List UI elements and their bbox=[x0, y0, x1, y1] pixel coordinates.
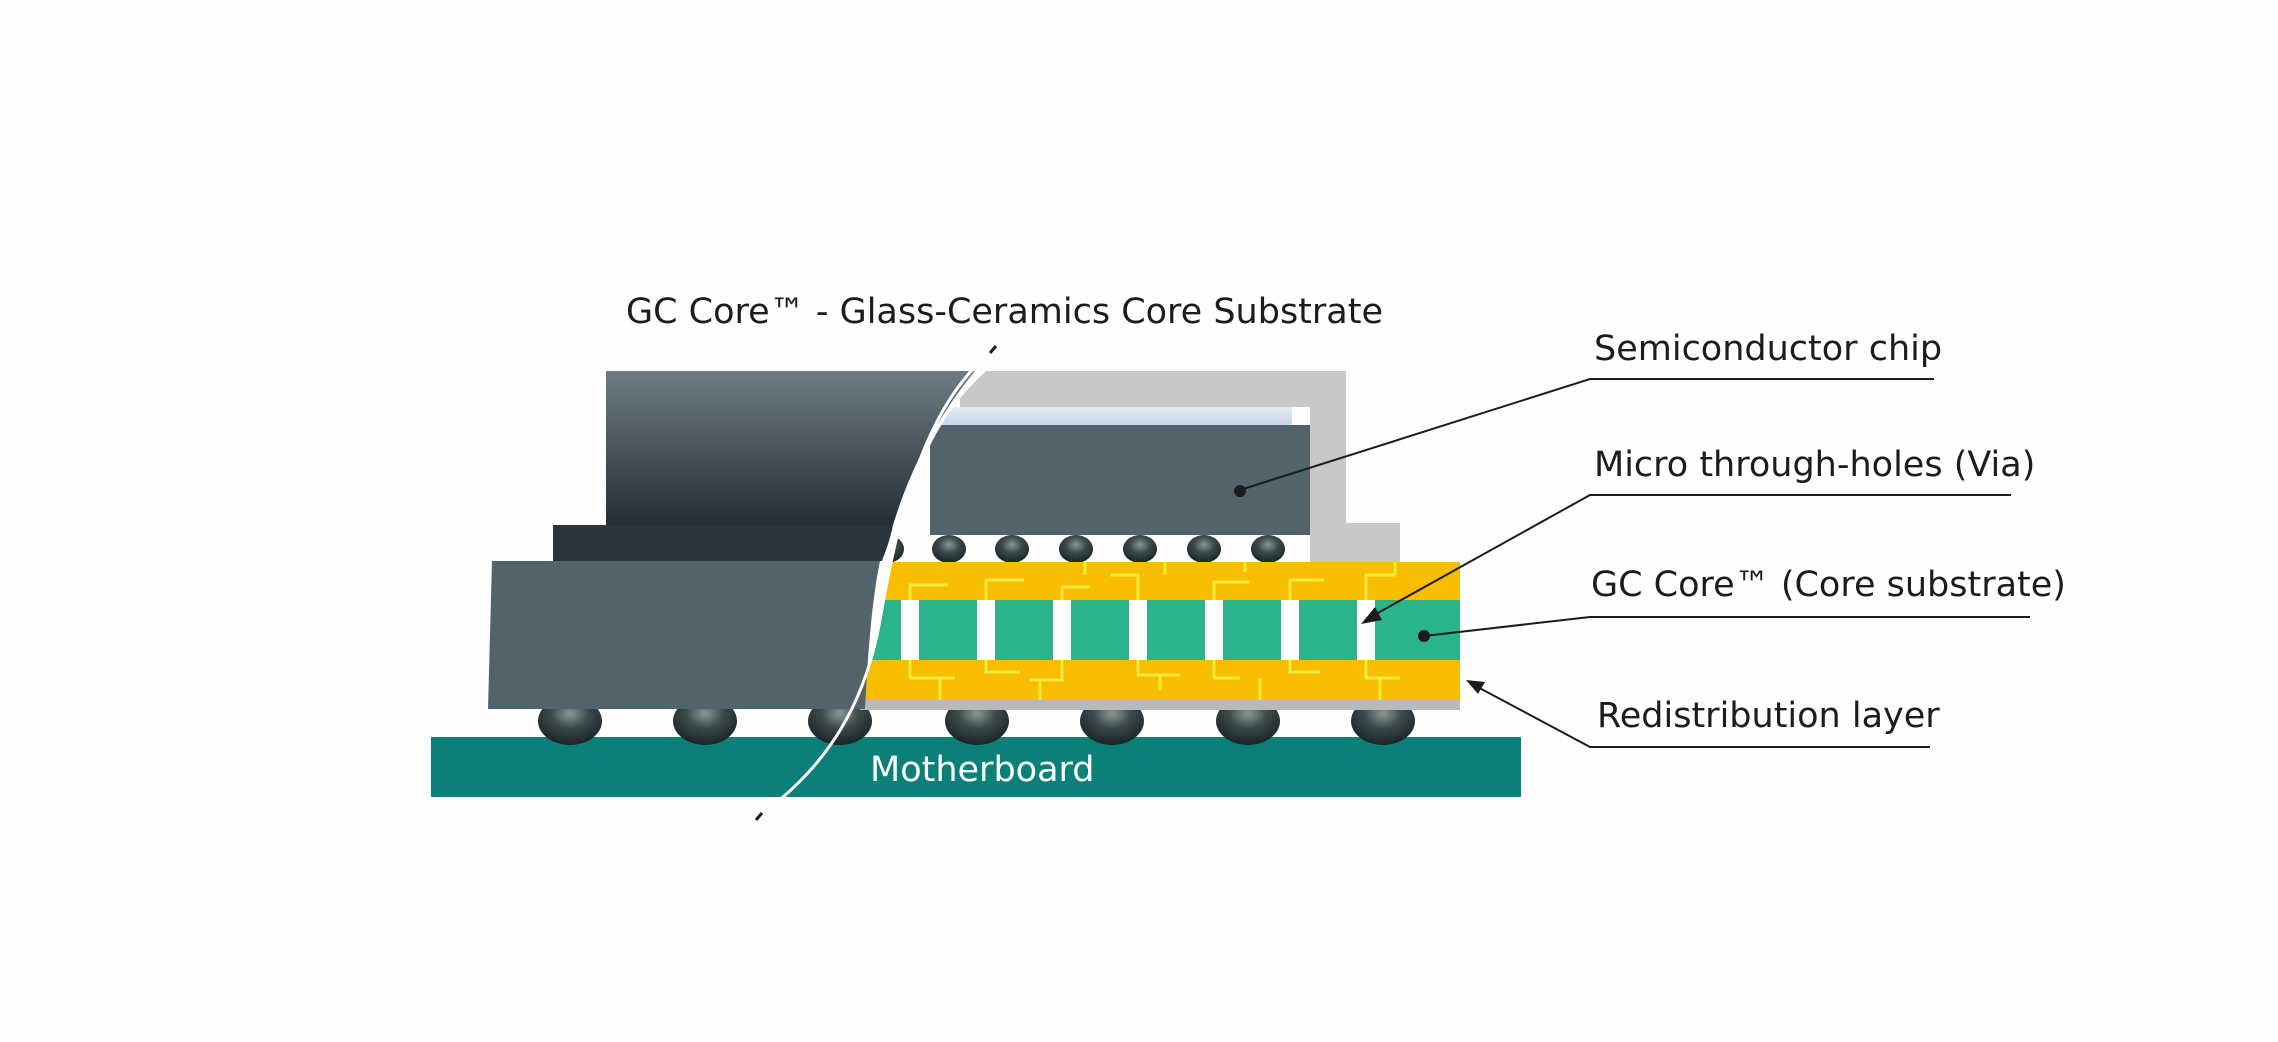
via bbox=[1357, 600, 1375, 660]
cross-section bbox=[860, 371, 1460, 710]
arrowhead-via bbox=[1361, 607, 1382, 624]
label-redistribution-layer: Redistribution layer bbox=[1597, 696, 1940, 736]
label-semiconductor-chip: Semiconductor chip bbox=[1594, 329, 1942, 369]
arrowhead-rdl bbox=[1466, 680, 1485, 694]
micro-bump bbox=[1251, 535, 1285, 563]
via bbox=[901, 600, 919, 660]
leader-lines bbox=[1239, 378, 2030, 748]
leader-line-via bbox=[1375, 494, 2011, 615]
label-motherboard: Motherboard bbox=[870, 750, 1095, 790]
micro-bump bbox=[1187, 535, 1221, 563]
wiring-traces bbox=[908, 562, 1400, 700]
motherboard bbox=[431, 737, 1521, 797]
cut-line-ends bbox=[754, 345, 998, 821]
label-core-substrate: GC Core™ (Core substrate) bbox=[1591, 565, 2066, 605]
thermal-layer bbox=[930, 407, 1292, 425]
leader-dot-chip bbox=[1234, 485, 1246, 497]
outer-casing-step bbox=[553, 525, 893, 561]
via bbox=[1281, 600, 1299, 660]
via bbox=[1129, 600, 1147, 660]
label-micro-through-holes: Micro through-holes (Via) bbox=[1594, 445, 2035, 485]
via-row bbox=[901, 600, 1375, 660]
micro-bump bbox=[932, 535, 966, 563]
cut-line bbox=[759, 351, 991, 817]
outer-casing-lower bbox=[488, 561, 880, 709]
outer-casing-top bbox=[606, 371, 975, 525]
diagram-title: GC Core™ - Glass-Ceramics Core Substrate bbox=[626, 292, 1383, 332]
via bbox=[1205, 600, 1223, 660]
leader-line-core bbox=[1423, 616, 2030, 637]
substrate-base bbox=[860, 700, 1460, 710]
leader-line-rdl bbox=[1471, 683, 1930, 748]
via bbox=[977, 600, 995, 660]
redistribution-layer-top bbox=[860, 562, 1460, 600]
leader-dot-core bbox=[1418, 630, 1430, 642]
micro-bump bbox=[1059, 535, 1093, 563]
via bbox=[1053, 600, 1071, 660]
micro-bump bbox=[995, 535, 1029, 563]
semiconductor-chip bbox=[930, 425, 1310, 535]
micro-bump-row bbox=[870, 535, 1285, 563]
leader-line-chip bbox=[1239, 378, 1934, 491]
micro-bump bbox=[1123, 535, 1157, 563]
